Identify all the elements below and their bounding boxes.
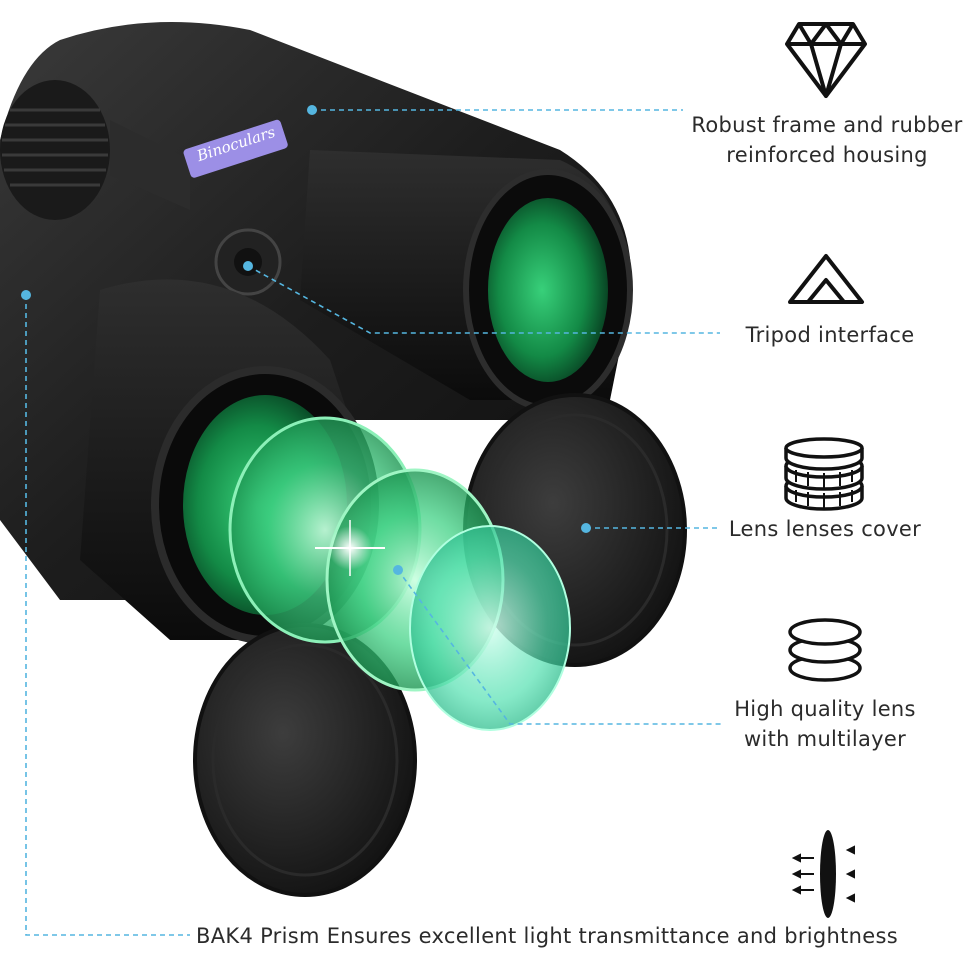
feature-label-prism: BAK4 Prism Ensures excellent light trans…	[196, 921, 920, 951]
feature-prism-line1: BAK4 Prism Ensures excellent light trans…	[196, 924, 898, 948]
feature-label-frame: Robust frame and rubber reinforced housi…	[686, 110, 968, 170]
feature-frame-line2: reinforced housing	[726, 143, 928, 167]
diamond-icon	[785, 22, 867, 98]
feature-lens-line1: High quality lens	[734, 697, 916, 721]
tripod-triangle-icon	[788, 254, 864, 304]
stacked-layers-icon	[788, 618, 862, 682]
upper-barrel	[300, 150, 633, 411]
lens-light-icon	[791, 830, 855, 918]
lens-cover-bottom	[193, 623, 417, 897]
stacked-coins-icon	[784, 437, 864, 511]
feature-frame-line1: Robust frame and rubber	[691, 113, 963, 137]
feature-label-tripod: Tripod interface	[730, 320, 930, 350]
brand-badge	[183, 119, 288, 178]
callout-dots	[21, 105, 591, 575]
callout-lines	[25, 109, 722, 936]
feature-lens-line2: with multilayer	[743, 727, 907, 751]
lens-elements	[228, 416, 571, 731]
feature-cover-line1: Lens lenses cover	[728, 517, 922, 541]
feature-label-cover: Lens lenses cover	[722, 514, 928, 544]
feature-tripod-line1: Tripod interface	[745, 323, 915, 347]
feature-label-lens: High quality lens with multilayer	[722, 694, 928, 754]
